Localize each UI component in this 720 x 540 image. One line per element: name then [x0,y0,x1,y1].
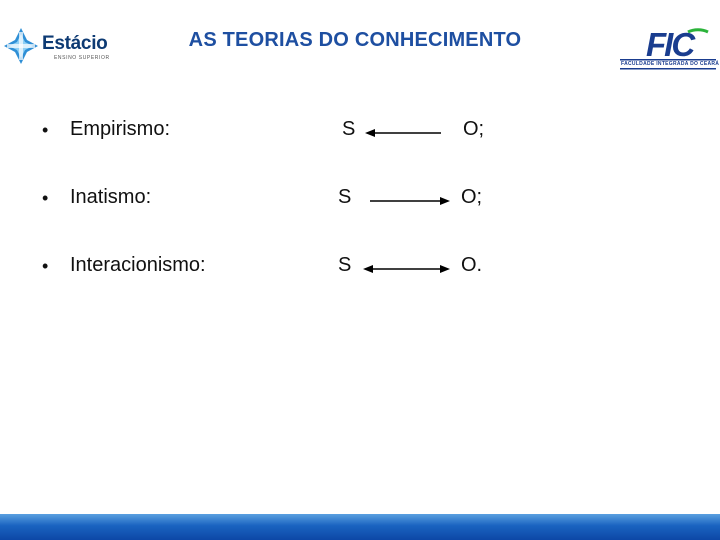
bullet: • [42,120,49,140]
page-title: AS TEORIAS DO CONHECIMENTO [188,29,522,51]
theory-row-empirismo: • Empirismo: S O; [0,114,720,154]
subject-symbol: S [338,254,352,276]
theory-row-inatismo: • Inatismo: S O; [0,182,720,222]
footer-bar [0,514,720,540]
arrow-left-icon [365,129,441,137]
estacio-logo: Estácio ENSINO SUPERIOR [2,26,114,66]
object-symbol: O; [463,118,485,140]
subject-symbol: S [338,186,352,208]
estacio-logo-wordmark: Estácio [42,33,108,54]
theory-term: Empirismo: [70,118,171,140]
estacio-logo-tagline: ENSINO SUPERIOR [54,55,110,61]
theory-term: Interacionismo: [70,254,206,276]
subject-symbol: S [342,118,356,140]
object-symbol: O; [461,186,483,208]
theory-row-interacionismo: • Interacionismo: S O. [0,250,720,290]
fic-logo: FIC FACULDADE INTEGRADA DO CEARÁ [618,26,720,72]
arrow-right-icon [370,197,450,205]
bullet: • [42,256,49,276]
fic-logo-wordmark: FIC [646,26,695,63]
object-symbol: O. [461,254,483,276]
fic-logo-tagline: FACULDADE INTEGRADA DO CEARÁ [621,61,720,67]
cross-compass-icon [4,28,38,64]
fic-swoosh-icon [620,28,716,70]
theory-term: Inatismo: [70,186,152,208]
arrow-both-icon [363,265,450,273]
bullet: • [42,188,49,208]
